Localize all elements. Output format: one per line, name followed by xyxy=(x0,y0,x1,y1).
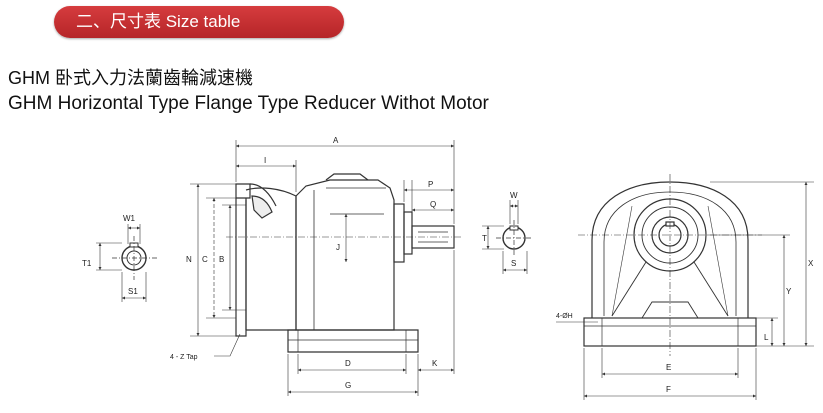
label-C: C xyxy=(202,255,208,264)
section-banner: 二、尺寸表 Size table xyxy=(54,6,344,38)
label-T1: T1 xyxy=(82,259,92,268)
side-view-dimensions xyxy=(190,140,455,396)
label-I: I xyxy=(264,156,266,165)
label-N: N xyxy=(186,255,192,264)
label-W1: W1 xyxy=(123,214,136,223)
label-B: B xyxy=(219,255,224,264)
input-shaft-section xyxy=(96,224,158,302)
label-S: S xyxy=(511,259,516,268)
label-K: K xyxy=(432,359,438,368)
label-T: T xyxy=(482,234,487,243)
label-J: J xyxy=(336,243,340,252)
label-D: D xyxy=(345,359,351,368)
label-W: W xyxy=(510,191,518,200)
label-P: P xyxy=(428,180,433,189)
label-X: X xyxy=(808,259,814,268)
label-E: E xyxy=(666,363,671,372)
label-Q: Q xyxy=(430,200,436,209)
label-L: L xyxy=(764,333,769,342)
label-S1: S1 xyxy=(128,287,138,296)
label-tap: 4 - Z Tap xyxy=(170,354,198,361)
label-H: 4-ØH xyxy=(556,313,573,320)
label-Y: Y xyxy=(786,287,792,296)
reducer-front-view xyxy=(578,174,762,356)
reducer-side-view xyxy=(226,173,462,353)
label-G: G xyxy=(345,381,351,390)
label-A: A xyxy=(333,136,339,145)
title-chinese: GHM 卧式入力法蘭齒輪減速機 xyxy=(8,68,253,88)
title-english: GHM Horizontal Type Flange Type Reducer … xyxy=(8,93,489,114)
front-view-dimensions xyxy=(556,181,814,400)
output-shaft-section xyxy=(482,200,532,274)
label-F: F xyxy=(666,385,671,394)
